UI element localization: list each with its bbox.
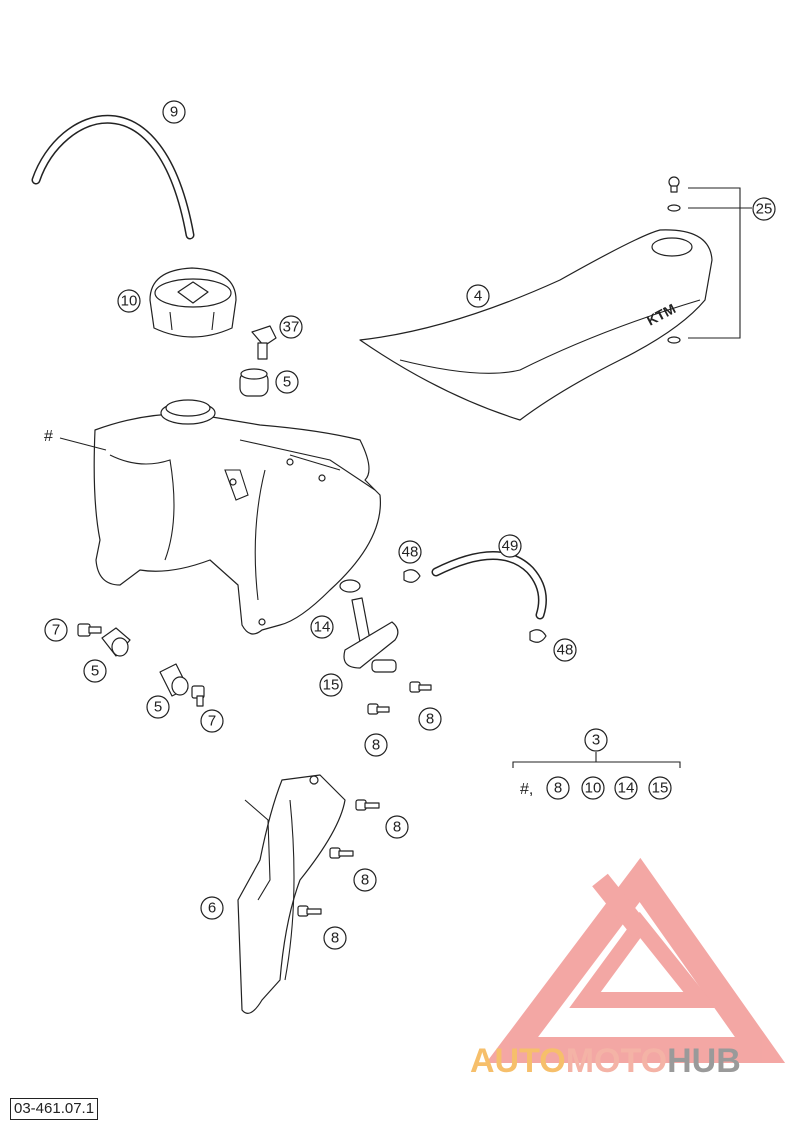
callout-8-cover-b: 8 — [353, 868, 377, 892]
callout-8-tap-b: 8 — [418, 707, 442, 731]
svg-text:14: 14 — [314, 619, 331, 636]
screw-part-8-tap-b — [409, 681, 432, 693]
svg-text:15: 15 — [652, 780, 669, 797]
callout-3: 3 — [584, 728, 608, 752]
svg-text:10: 10 — [585, 780, 602, 797]
bolt-part-37 — [251, 325, 277, 360]
svg-text:8: 8 — [361, 872, 369, 889]
callout-8-tap-a: 8 — [364, 733, 388, 757]
svg-text:3: 3 — [592, 732, 600, 749]
callout-8-cover-a: 8 — [385, 815, 409, 839]
svg-text:10: 10 — [121, 293, 138, 310]
seat-part-4: KTM — [359, 229, 713, 421]
svg-text:48: 48 — [402, 544, 419, 561]
svg-text:14: 14 — [618, 780, 635, 797]
svg-text:7: 7 — [52, 622, 60, 639]
screw-part-8-cover-b — [329, 847, 354, 859]
fuel-tap-part-15 — [343, 597, 399, 673]
svg-text:25: 25 — [756, 201, 773, 218]
svg-text:15: 15 — [323, 677, 340, 694]
fuel-cap-part-10 — [149, 267, 237, 338]
spacer-part-5-center — [159, 663, 189, 697]
seat-fasteners-part-25 — [667, 176, 752, 344]
callout-9: 9 — [162, 100, 186, 124]
svg-text:4: 4 — [474, 288, 482, 305]
svg-text:48: 48 — [557, 642, 574, 659]
svg-text:8: 8 — [331, 930, 339, 947]
kit-callout-8: 8 — [546, 776, 570, 800]
callout-7-center: 7 — [200, 709, 224, 733]
spacer-part-5-left — [101, 627, 131, 657]
watermark-auto: AUTO — [470, 1042, 566, 1080]
fuel-hose-part-49 — [431, 551, 547, 620]
svg-text:7: 7 — [208, 713, 216, 730]
svg-text:37: 37 — [283, 319, 300, 336]
document-number: 03-461.07.1 — [10, 1098, 99, 1120]
svg-text:49: 49 — [502, 538, 519, 555]
screw-part-8-cover-a — [355, 799, 380, 811]
svg-text:8: 8 — [393, 819, 401, 836]
side-cover-part-6 — [237, 774, 346, 1014]
callout-5-left: 5 — [83, 659, 107, 683]
oring-part-14 — [339, 579, 361, 593]
tank-hash-label: # — [44, 428, 53, 445]
callout-49: 49 — [498, 534, 522, 558]
callout-5-top: 5 — [275, 370, 299, 394]
svg-text:5: 5 — [91, 663, 99, 680]
callout-5-center: 5 — [146, 695, 170, 719]
svg-text:5: 5 — [283, 374, 291, 391]
callout-48-lower: 48 — [553, 638, 577, 662]
watermark-text: AUTOMOTOHUB — [470, 1042, 741, 1081]
screw-part-7-left — [77, 623, 102, 637]
svg-text:9: 9 — [170, 104, 178, 121]
svg-text:5: 5 — [154, 699, 162, 716]
kit-callout-14: 14 — [614, 776, 638, 800]
kit-callout-10: 10 — [581, 776, 605, 800]
watermark-logo-icon — [485, 857, 786, 1063]
screw-part-8-tap-a — [367, 703, 390, 715]
clamp-part-48-upper — [403, 569, 421, 583]
watermark-hub: HUB — [667, 1042, 741, 1080]
kit-callout-15: 15 — [648, 776, 672, 800]
callout-6: 6 — [200, 896, 224, 920]
hose-part-9 — [31, 114, 195, 240]
svg-text:6: 6 — [208, 900, 216, 917]
kit-bracket — [512, 752, 681, 768]
svg-text:8: 8 — [426, 711, 434, 728]
callout-48-upper: 48 — [398, 540, 422, 564]
screw-part-8-cover-c — [297, 905, 322, 917]
svg-text:8: 8 — [372, 737, 380, 754]
fuel-tank — [93, 399, 382, 635]
callout-4: 4 — [466, 284, 490, 308]
callout-10: 10 — [117, 289, 141, 313]
callout-15: 15 — [319, 673, 343, 697]
clamp-part-48-lower — [529, 629, 547, 643]
kit-hash-label: #, — [520, 781, 533, 798]
screw-part-7-center — [191, 685, 205, 707]
callout-25: 25 — [752, 197, 776, 221]
callout-37: 37 — [279, 315, 303, 339]
svg-text:8: 8 — [554, 780, 562, 797]
spacer-part-5-top — [239, 368, 269, 397]
callout-14: 14 — [310, 615, 334, 639]
watermark-moto: MOTO — [565, 1042, 668, 1080]
callout-8-cover-c: 8 — [323, 926, 347, 950]
callout-7-left: 7 — [44, 618, 68, 642]
